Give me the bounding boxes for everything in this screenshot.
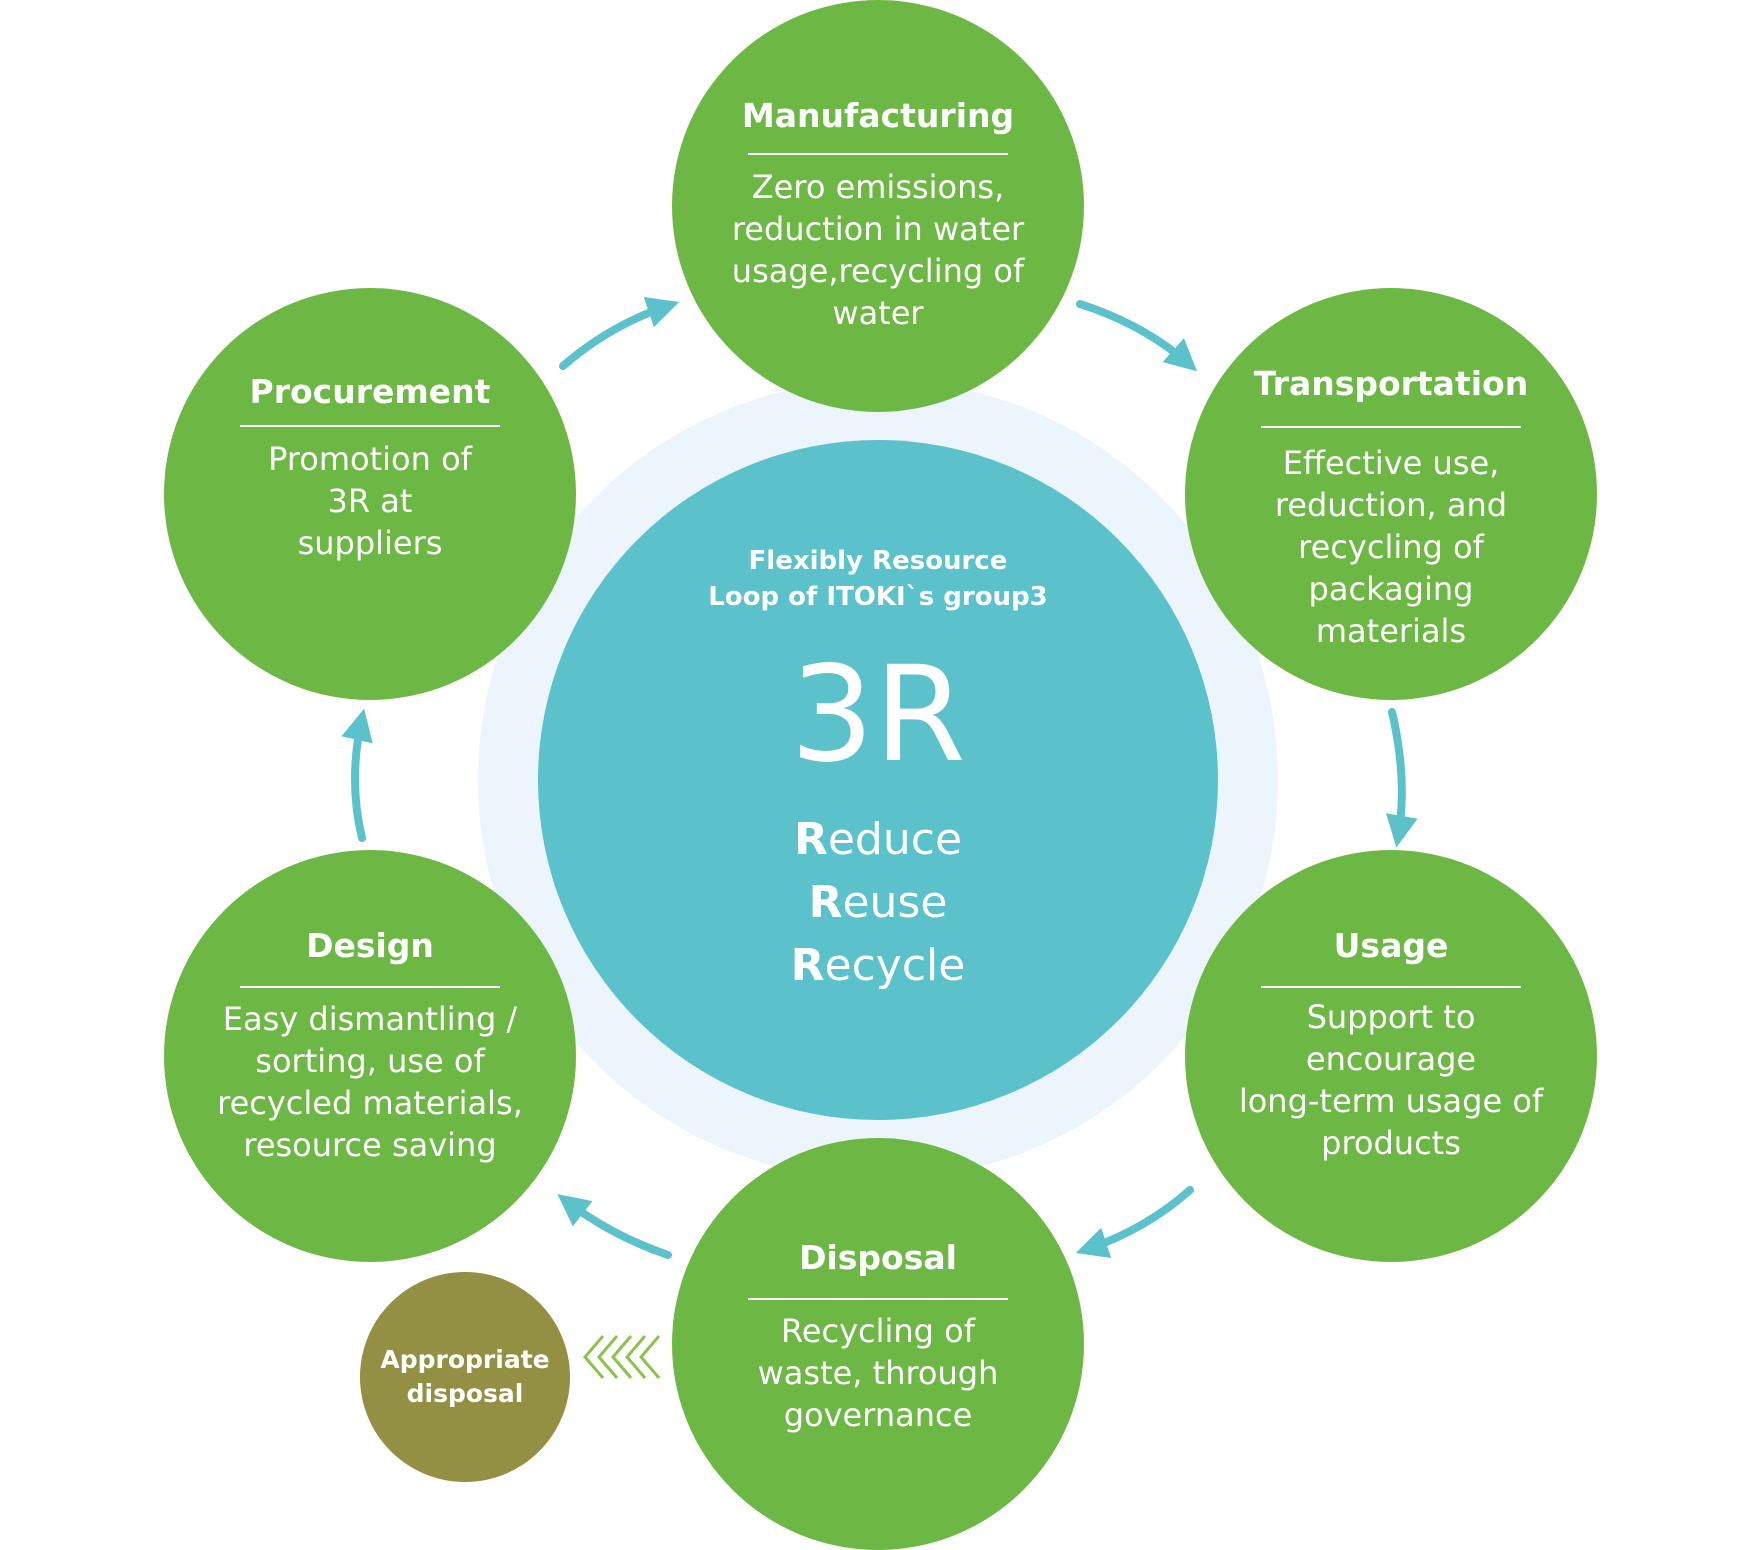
arrow-procurement-to-manufacturing	[559, 296, 680, 370]
side-node-label: Appropriate	[380, 1345, 550, 1374]
stage-title: Usage	[1333, 926, 1449, 965]
reduce-label: Reduce	[793, 814, 963, 865]
arrow-design-to-procurement	[341, 708, 373, 842]
stage-divider	[240, 986, 500, 988]
stage-title: Design	[306, 926, 434, 965]
arrow-transportation-to-usage	[1386, 708, 1418, 848]
side-node-label: disposal	[406, 1379, 524, 1408]
arrow-usage-to-disposal	[1075, 1186, 1194, 1259]
stage-divider	[1261, 426, 1521, 428]
stage-divider	[240, 425, 500, 427]
arrow-disposal-to-design	[557, 1194, 672, 1259]
appropriate-disposal-node: Appropriate disposal	[360, 1272, 570, 1482]
stage-title: Disposal	[799, 1238, 957, 1277]
stage-design: Design Easy dismantling /sorting, use of…	[164, 850, 576, 1262]
center-subtitle-line: Flexibly Resource	[748, 546, 1008, 576]
recycle-label: Recycle	[790, 940, 966, 991]
stage-manufacturing: Manufacturing Zero emissions,reduction i…	[672, 0, 1084, 412]
stage-divider	[748, 1298, 1008, 1300]
stage-title: Procurement	[249, 372, 491, 411]
center-title: 3R	[790, 638, 966, 792]
stage-divider	[1261, 986, 1521, 988]
stage-title: Manufacturing	[741, 96, 1015, 135]
reuse-label: Reuse	[808, 877, 948, 928]
stage-transportation: Transportation Effective use,reduction, …	[1185, 288, 1597, 700]
center-3r-circle: Flexibly Resource Loop of ITOKI`s group3…	[538, 440, 1218, 1120]
stage-divider	[748, 153, 1008, 155]
arrow-manufacturing-to-transportation	[1076, 300, 1198, 372]
center-subtitle-line: Loop of ITOKI`s group3	[708, 582, 1048, 612]
chevron-arrows-icon	[583, 1335, 661, 1379]
stage-title: Transportation	[1253, 364, 1529, 403]
